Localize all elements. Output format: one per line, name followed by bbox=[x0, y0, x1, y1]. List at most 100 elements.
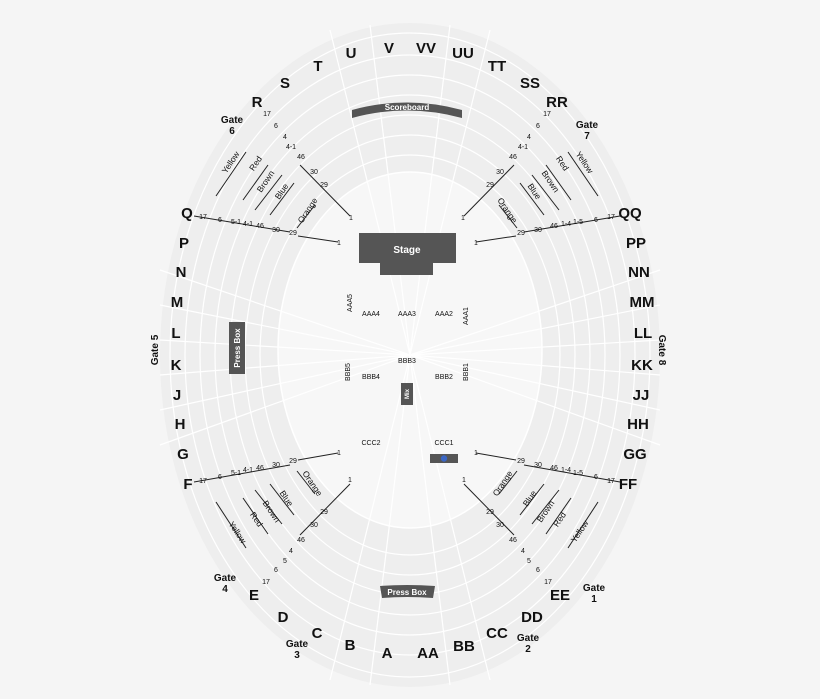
section-label[interactable]: B bbox=[345, 637, 356, 654]
gate-7[interactable]: Gate 7 bbox=[576, 120, 599, 142]
section-label[interactable]: G bbox=[177, 446, 189, 463]
svg-text:17: 17 bbox=[199, 478, 207, 485]
svg-text:46: 46 bbox=[256, 465, 264, 472]
section-label[interactable]: HH bbox=[627, 416, 649, 433]
floor-section[interactable]: BBB4 bbox=[362, 374, 380, 381]
svg-text:1: 1 bbox=[591, 594, 597, 605]
gate-2[interactable]: Gate 2 bbox=[517, 633, 540, 655]
svg-text:17: 17 bbox=[607, 478, 615, 485]
svg-text:5: 5 bbox=[527, 558, 531, 565]
section-label[interactable]: V bbox=[384, 40, 394, 57]
section-label[interactable]: D bbox=[278, 609, 289, 626]
scoreboard[interactable]: Scoreboard bbox=[352, 102, 462, 119]
section-label[interactable]: AA bbox=[417, 645, 439, 662]
gate-6[interactable]: Gate 6 bbox=[221, 115, 244, 137]
floor-section[interactable]: AAA4 bbox=[362, 311, 380, 318]
section-label[interactable]: U bbox=[346, 45, 357, 62]
floor-section[interactable]: CCC1 bbox=[434, 440, 453, 447]
section-label[interactable]: F bbox=[183, 476, 192, 493]
gate-8[interactable]: Gate 8 bbox=[656, 335, 667, 366]
gate-5[interactable]: Gate 5 bbox=[150, 334, 161, 365]
section-label[interactable]: GG bbox=[623, 446, 646, 463]
svg-text:1: 1 bbox=[348, 477, 352, 484]
section-label[interactable]: K bbox=[171, 357, 182, 374]
section-label[interactable]: E bbox=[249, 587, 259, 604]
accessible-platform[interactable] bbox=[430, 454, 458, 463]
section-label[interactable]: RR bbox=[546, 94, 568, 111]
section-label[interactable]: C bbox=[312, 625, 323, 642]
section-label[interactable]: LL bbox=[634, 325, 652, 342]
section-label[interactable]: J bbox=[173, 387, 181, 404]
section-label[interactable]: NN bbox=[628, 264, 650, 281]
svg-text:30: 30 bbox=[496, 169, 504, 176]
svg-text:30: 30 bbox=[272, 227, 280, 234]
stage[interactable]: Stage bbox=[359, 233, 456, 275]
svg-text:46: 46 bbox=[297, 154, 305, 161]
section-label[interactable]: T bbox=[313, 58, 322, 75]
section-label[interactable]: TT bbox=[488, 58, 506, 75]
floor-section[interactable]: AAA5 bbox=[347, 294, 354, 312]
section-label[interactable]: SS bbox=[520, 75, 540, 92]
section-label[interactable]: N bbox=[176, 264, 187, 281]
svg-text:1: 1 bbox=[349, 215, 353, 222]
gate-1[interactable]: Gate 1 bbox=[583, 583, 606, 605]
section-label[interactable]: JJ bbox=[633, 387, 650, 404]
svg-text:30: 30 bbox=[534, 227, 542, 234]
svg-text:17: 17 bbox=[543, 111, 551, 118]
section-label[interactable]: R bbox=[252, 94, 263, 111]
section-label[interactable]: UU bbox=[452, 45, 474, 62]
svg-text:Gate: Gate bbox=[214, 573, 237, 584]
svg-text:1-5: 1-5 bbox=[573, 470, 583, 477]
section-label[interactable]: BB bbox=[453, 638, 475, 655]
section-label[interactable]: MM bbox=[630, 294, 655, 311]
section-label[interactable]: FF bbox=[619, 476, 637, 493]
scoreboard-label: Scoreboard bbox=[385, 103, 430, 112]
section-label[interactable]: Q bbox=[181, 205, 193, 222]
wheelchair-icon bbox=[440, 455, 448, 462]
floor-section[interactable]: BBB3 bbox=[398, 358, 416, 365]
section-label[interactable]: H bbox=[175, 416, 186, 433]
floor-section[interactable]: CCC2 bbox=[361, 440, 380, 447]
section-label[interactable]: QQ bbox=[618, 205, 642, 222]
svg-text:17: 17 bbox=[262, 579, 270, 586]
section-label[interactable]: PP bbox=[626, 235, 646, 252]
gate-4[interactable]: Gate 4 bbox=[214, 573, 237, 595]
svg-text:6: 6 bbox=[229, 126, 235, 137]
floor-section[interactable]: BBB5 bbox=[345, 363, 352, 381]
svg-text:30: 30 bbox=[272, 462, 280, 469]
svg-text:Gate: Gate bbox=[286, 639, 309, 650]
section-label[interactable]: DD bbox=[521, 609, 543, 626]
section-label[interactable]: CC bbox=[486, 625, 508, 642]
floor-section[interactable]: BBB2 bbox=[435, 374, 453, 381]
svg-text:Gate: Gate bbox=[583, 583, 606, 594]
press-box-left[interactable]: Press Box bbox=[229, 322, 245, 374]
press-box-bottom[interactable]: Press Box bbox=[380, 585, 435, 598]
svg-text:17: 17 bbox=[544, 579, 552, 586]
svg-text:Gate 5: Gate 5 bbox=[150, 334, 161, 365]
svg-text:1: 1 bbox=[474, 240, 478, 247]
svg-text:4-1: 4-1 bbox=[243, 467, 253, 474]
section-label[interactable]: VV bbox=[416, 40, 436, 57]
mix-position[interactable]: Mix bbox=[401, 383, 413, 405]
floor-section[interactable]: AAA1 bbox=[463, 307, 470, 325]
svg-text:6: 6 bbox=[218, 474, 222, 481]
svg-text:29: 29 bbox=[486, 509, 494, 516]
section-label[interactable]: A bbox=[382, 645, 393, 662]
section-label[interactable]: S bbox=[280, 75, 290, 92]
gate-3[interactable]: Gate 3 bbox=[286, 639, 309, 661]
floor-section[interactable]: AAA3 bbox=[398, 311, 416, 318]
svg-text:4: 4 bbox=[521, 548, 525, 555]
section-label[interactable]: L bbox=[171, 325, 180, 342]
floor-section[interactable]: BBB1 bbox=[463, 363, 470, 381]
section-labels: U V VV UU T TT S SS R RR Q QQ P PP N NN … bbox=[171, 40, 655, 662]
floor-section[interactable]: AAA2 bbox=[435, 311, 453, 318]
svg-text:46: 46 bbox=[550, 223, 558, 230]
svg-text:6: 6 bbox=[274, 123, 278, 130]
section-label[interactable]: P bbox=[179, 235, 189, 252]
section-label[interactable]: EE bbox=[550, 587, 570, 604]
section-label[interactable]: M bbox=[171, 294, 184, 311]
section-label[interactable]: KK bbox=[631, 357, 653, 374]
svg-text:4-1: 4-1 bbox=[243, 221, 253, 228]
svg-text:17: 17 bbox=[263, 111, 271, 118]
